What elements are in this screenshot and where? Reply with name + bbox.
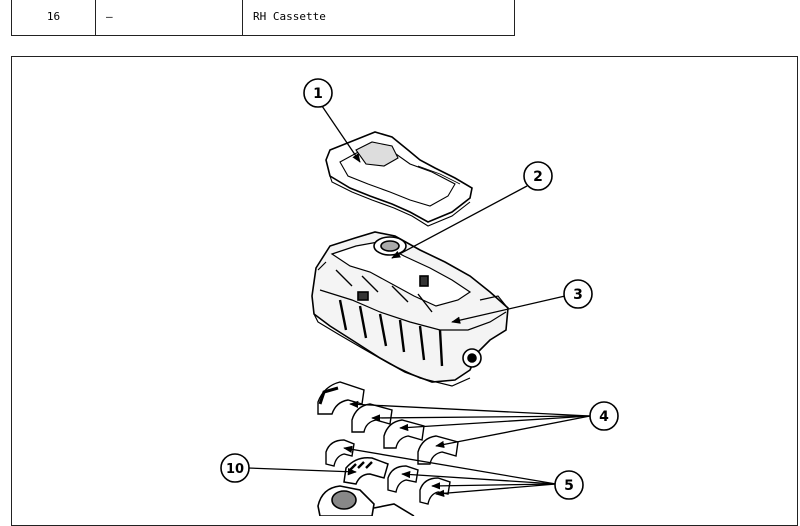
description-cell: RH Cassette bbox=[242, 0, 515, 36]
main-housing-part bbox=[311, 231, 509, 387]
callout-5-label: 5 bbox=[564, 478, 574, 494]
callout-5: 5 bbox=[554, 470, 584, 500]
callout-1-label: 1 bbox=[313, 86, 323, 102]
callout-2-label: 2 bbox=[533, 169, 543, 185]
callout-3: 3 bbox=[563, 279, 593, 309]
callout-4-label: 4 bbox=[599, 409, 609, 425]
parts-table: 16 — RH Cassette bbox=[11, 0, 515, 36]
callout-4: 4 bbox=[589, 401, 619, 431]
callout-10-label: 10 bbox=[226, 462, 244, 477]
callout-10: 10 bbox=[220, 453, 250, 483]
table-row: 16 — RH Cassette bbox=[11, 0, 515, 36]
upper-cover-part bbox=[325, 131, 473, 227]
callout-2: 2 bbox=[523, 161, 553, 191]
thrust-bearing-part bbox=[343, 456, 389, 485]
leader-lines bbox=[247, 105, 591, 497]
callout-3-label: 3 bbox=[573, 287, 583, 303]
item-number-cell: 16 bbox=[11, 0, 96, 36]
part-number-cell: — bbox=[95, 0, 243, 36]
crankshaft-part bbox=[317, 485, 415, 516]
callout-1: 1 bbox=[303, 78, 333, 108]
